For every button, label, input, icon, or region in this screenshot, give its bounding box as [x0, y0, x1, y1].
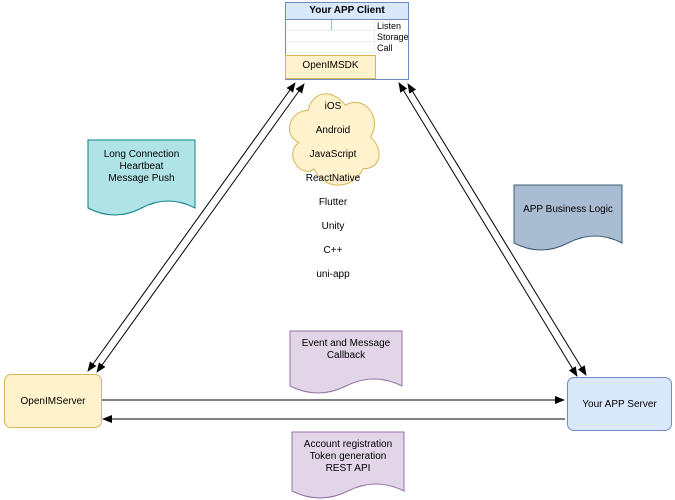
platforms-cloud-text: iOS Android JavaScript ReactNative Flutt… — [283, 89, 383, 293]
client-row — [286, 20, 374, 31]
event-callback-note-text: Event and Message Callback — [301, 338, 391, 361]
client-row — [286, 42, 374, 53]
client-method-listen: Listen — [377, 21, 402, 31]
platform-javascript: JavaScript — [309, 149, 357, 160]
edge-openimserver-openimsdk-b — [87, 82, 296, 372]
platform-flutter: Flutter — [318, 197, 348, 208]
account-registration-note-text: Account registration Token generation RE… — [303, 439, 393, 474]
account-registration-note-shape — [291, 431, 405, 499]
openim-server-label: OpenIMServer — [20, 395, 86, 407]
openim-server-node: OpenIMServer — [4, 374, 102, 428]
your-app-server-label: Your APP Server — [582, 398, 657, 410]
event-callback-note-shape — [289, 330, 403, 394]
client-method-labels: Listen Storage Call — [377, 21, 409, 54]
client-row — [286, 31, 374, 42]
app-business-logic-note-shape — [513, 184, 623, 251]
platform-unity: Unity — [321, 221, 345, 232]
platform-reactnative: ReactNative — [305, 173, 361, 184]
app-business-logic-note-text: APP Business Logic — [523, 204, 613, 215]
platform-android: Android — [315, 125, 351, 136]
edge-openimserver-openimsdk-a — [96, 83, 305, 373]
long-connection-note-text: Long Connection Heartbeat Message Push — [103, 149, 180, 184]
edge-client-appserver-b — [407, 83, 587, 376]
your-app-client-node: Your APP Client Listen Storage Call Open… — [285, 2, 409, 80]
client-method-storage: Storage — [377, 32, 409, 42]
client-row-divider — [331, 20, 332, 30]
your-app-client-body: Listen Storage Call OpenIMSDK — [285, 20, 409, 79]
platform-ios: iOS — [324, 101, 342, 112]
your-app-server-node: Your APP Server — [567, 377, 672, 431]
your-app-client-title: Your APP Client — [286, 3, 408, 20]
platform-uniapp: uni-app — [316, 269, 350, 280]
openimsdk-node: OpenIMSDK — [285, 55, 376, 79]
client-rows-table — [286, 20, 375, 53]
platform-cpp: C++ — [323, 245, 343, 256]
client-method-call: Call — [377, 43, 393, 53]
